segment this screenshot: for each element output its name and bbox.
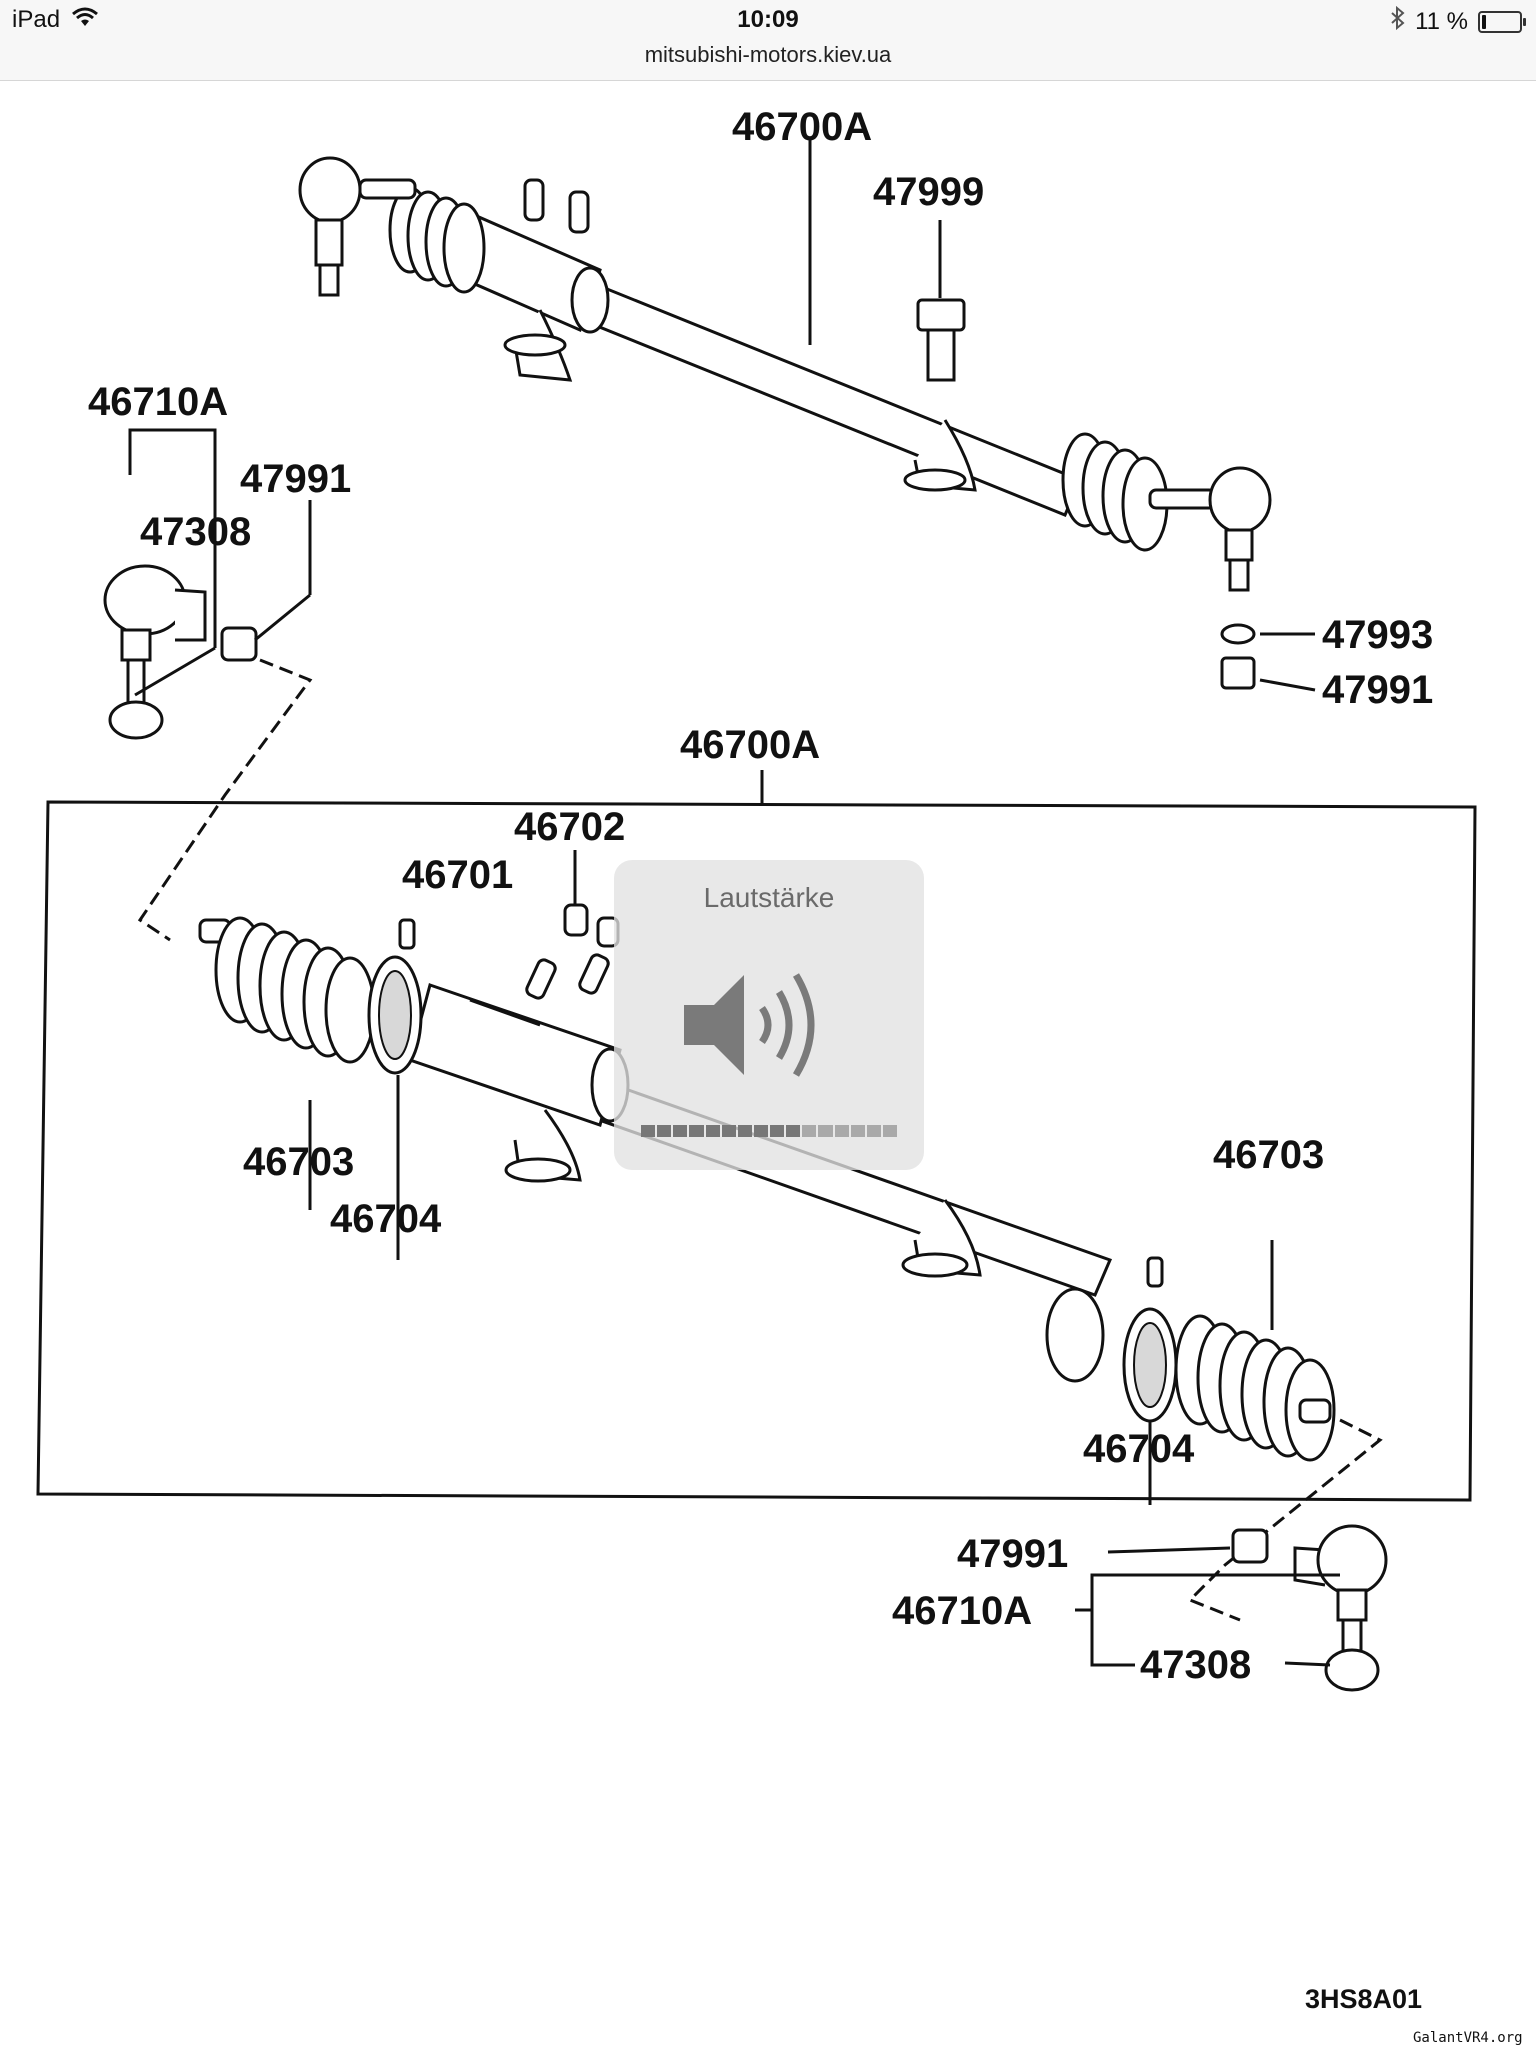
label-46700a-top: 46700A [732, 105, 872, 149]
washer-47993 [1220, 623, 1256, 645]
volume-segment [818, 1125, 833, 1137]
nut-47991-top-right [1220, 656, 1256, 690]
volume-hud: Lautstärke [614, 860, 924, 1170]
leader-47308-left [134, 646, 216, 697]
top-fittings [523, 178, 590, 234]
bottom-left-bracket-foot [504, 1157, 572, 1183]
status-bar: iPad 10:09 mitsubishi-motors.kiev.ua 11 … [0, 0, 1536, 81]
nut-47991-left [220, 626, 258, 662]
label-47308-left: 47308 [140, 510, 251, 554]
lower-ball-joint-base [1324, 1648, 1380, 1692]
volume-segment [721, 1125, 736, 1137]
bottom-right-clamp [1045, 1256, 1178, 1423]
label-47991-top-right: 47991 [1322, 668, 1433, 712]
lower-ball-joint-stud [1336, 1588, 1368, 1622]
left-ball-joint-base [108, 700, 164, 740]
label-46703-right: 46703 [1213, 1133, 1324, 1177]
label-46702: 46702 [514, 805, 625, 849]
volume-segment [689, 1125, 704, 1137]
volume-segment [705, 1125, 720, 1137]
status-right: 11 % [1391, 5, 1526, 37]
label-46710a-lower: 46710A [892, 1589, 1032, 1633]
volume-segment [657, 1125, 672, 1137]
bottom-right-bracket-foot [901, 1252, 969, 1278]
top-left-bracket-foot [503, 333, 567, 357]
volume-title: Lautstärke [703, 882, 835, 913]
lower-ball-joint-head [1316, 1524, 1388, 1596]
top-left-tie-rod-end [298, 156, 417, 297]
bottom-left-clamp [367, 918, 423, 1075]
label-47991-left: 47991 [240, 457, 351, 501]
battery-level-fill [1482, 14, 1486, 29]
bottom-left-boot [198, 916, 376, 1064]
top-tube [543, 268, 1082, 517]
label-47999: 47999 [873, 170, 984, 214]
connect-line-left [137, 658, 313, 942]
label-46700a-bottom: 46700A [680, 723, 820, 767]
leader-47991-lower [1107, 1546, 1231, 1554]
connect-line-right [1187, 1418, 1383, 1622]
bottom-housing [408, 983, 622, 1127]
volume-segment [882, 1125, 897, 1137]
label-46703-left: 46703 [243, 1140, 354, 1184]
label-47991-lower: 47991 [957, 1532, 1068, 1576]
label-46701: 46701 [402, 853, 513, 897]
volume-segment [834, 1125, 849, 1137]
left-ball-joint-arm [174, 588, 207, 642]
label-46704-right: 46704 [1083, 1427, 1195, 1471]
top-assembly: 46700A 47999 47993 47991 [298, 105, 1433, 712]
lower-end-assembly: 47991 46710A 47308 [892, 1524, 1388, 1692]
bluetooth-icon [1391, 5, 1405, 37]
bracket-46710a-left [128, 428, 217, 648]
volume-segment [753, 1125, 768, 1137]
top-left-boot [388, 186, 486, 294]
leader-47991-top-right [1259, 678, 1316, 692]
volume-level-bar [641, 1125, 897, 1137]
watermark: GalantVR4.org [1413, 2030, 1523, 2046]
speaker-icon [684, 970, 854, 1085]
bracket-46710a-lower-top [1075, 1573, 1340, 1612]
volume-segment [673, 1125, 688, 1137]
wifi-icon [72, 6, 99, 34]
volume-segment [641, 1125, 656, 1137]
label-47308-lower: 47308 [1140, 1643, 1251, 1687]
leader-46701 [469, 998, 541, 1027]
leader-47308-lower [1284, 1661, 1331, 1667]
nut-47991-lower [1231, 1528, 1269, 1564]
left-end-assembly: 46710A 47991 47308 [88, 380, 351, 942]
volume-segment [737, 1125, 752, 1137]
device-name: iPad [12, 6, 61, 33]
top-right-boot [1061, 432, 1169, 552]
top-right-bracket-foot [903, 468, 967, 492]
bottom-assembly-frame [36, 800, 1477, 1502]
top-housing-end [570, 266, 610, 334]
leader-47991-left-b [254, 593, 311, 642]
volume-segment [850, 1125, 865, 1137]
battery-percent: 11 % [1415, 7, 1468, 35]
volume-segment [770, 1125, 785, 1137]
bolt-47999 [916, 298, 966, 382]
volume-segment [866, 1125, 881, 1137]
diagram-code: 3HS8A01 [1305, 1984, 1422, 2014]
label-46710a-left: 46710A [88, 380, 228, 424]
battery-icon [1478, 10, 1526, 33]
volume-segment [786, 1125, 801, 1137]
status-left: iPad [12, 6, 99, 34]
bottom-assembly: 46700A [36, 723, 1477, 1622]
bottom-fittings [525, 903, 620, 1000]
top-right-tie-rod-end [1148, 466, 1272, 592]
volume-segment [802, 1125, 817, 1137]
bracket-46710a-lower-bottom [1090, 1610, 1135, 1667]
bottom-right-boot [1174, 1314, 1336, 1462]
label-46704-left: 46704 [330, 1197, 442, 1241]
left-ball-joint-head [103, 564, 187, 636]
label-47993: 47993 [1322, 613, 1433, 657]
clock: 10:09 [737, 6, 799, 33]
url-bar[interactable]: mitsubishi-motors.kiev.ua [644, 42, 892, 67]
left-ball-joint-stud [120, 628, 152, 662]
